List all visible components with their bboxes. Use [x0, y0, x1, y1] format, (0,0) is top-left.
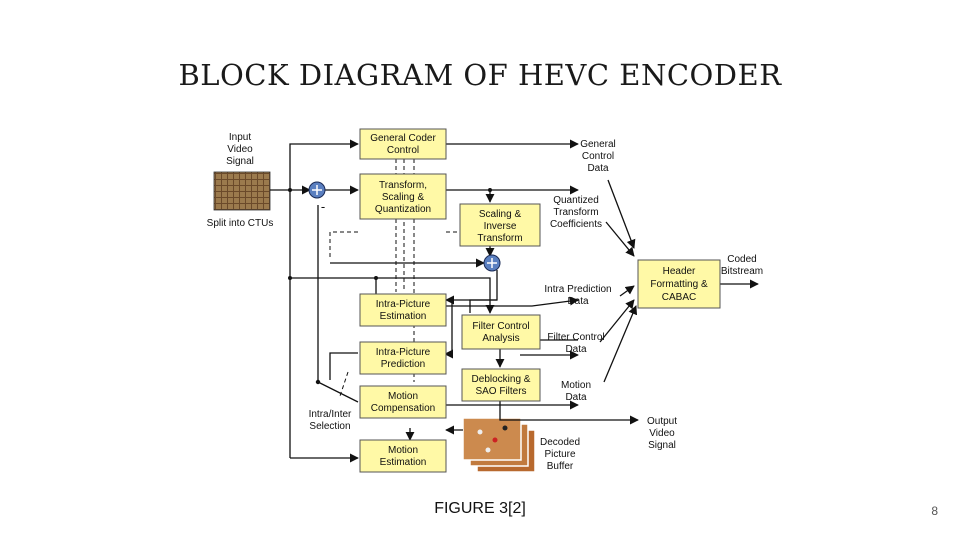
label-filter-control-data: Filter Control Data	[547, 332, 604, 355]
figure-caption: FIGURE 3[2]	[434, 500, 526, 517]
label-text: Intra/Inter	[309, 409, 352, 420]
block-transform: Transform, Scaling & Quantization	[359, 173, 447, 220]
input-frame-image	[213, 171, 271, 211]
label-decoded-picture-buffer: Decoded Picture Buffer	[540, 437, 580, 472]
selection-switch-icon	[288, 188, 492, 385]
label-general-control-data: General Control Data	[580, 139, 616, 174]
block-text: Compensation	[371, 403, 435, 414]
label-text: Video	[227, 144, 253, 155]
label-text: Control	[582, 151, 614, 162]
label-text: Quantized	[553, 195, 599, 206]
label-text: Selection	[309, 421, 350, 432]
label-text: Coded	[727, 254, 756, 265]
label-text: Transform	[553, 207, 598, 218]
block-text: Intra-Picture	[376, 299, 431, 310]
label-motion-data: Motion Data	[561, 380, 591, 403]
label-text: Decoded	[540, 437, 580, 448]
block-text: Control	[387, 145, 419, 156]
block-text: Deblocking &	[472, 374, 531, 385]
label-text: Signal	[226, 156, 254, 167]
label-text: Data	[565, 392, 587, 403]
label-input-video-signal: Input Video Signal	[226, 132, 254, 167]
block-text: CABAC	[662, 292, 696, 303]
label-quantized-coefficients: Quantized Transform Coefficients	[550, 195, 602, 230]
label-text: Signal	[648, 440, 676, 451]
block-intra-estimation: Intra-Picture Estimation	[359, 293, 447, 327]
label-minus-sign: -	[321, 199, 325, 214]
label-text: Bitstream	[721, 266, 763, 277]
block-text: General Coder	[370, 133, 436, 144]
label-text: Data	[567, 296, 589, 307]
label-text: Buffer	[547, 461, 574, 472]
label-split-into-ctus: Split into CTUs	[207, 218, 274, 229]
block-scaling-inverse-transform: Scaling & Inverse Transform	[459, 203, 541, 247]
block-deblocking-sao: Deblocking & SAO Filters	[461, 368, 541, 402]
block-text: Inverse	[484, 221, 517, 232]
label-text: Intra Prediction	[544, 284, 611, 295]
block-text: Scaling &	[382, 192, 425, 203]
block-motion-compensation: Motion Compensation	[359, 385, 447, 419]
adder-2-icon	[483, 254, 501, 272]
page-number: 8	[931, 504, 938, 518]
label-text: Output	[647, 416, 677, 427]
block-text: Estimation	[380, 457, 427, 468]
label-coded-bitstream: Coded Bitstream	[721, 254, 763, 277]
block-text: Prediction	[381, 359, 425, 370]
label-text: Data	[565, 344, 587, 355]
label-text: Motion	[561, 380, 591, 391]
block-text: Header	[663, 266, 696, 277]
label-output-video-signal: Output Video Signal	[647, 416, 677, 451]
block-text: Motion	[388, 445, 418, 456]
label-text: General	[580, 139, 616, 150]
block-text: Quantization	[375, 204, 431, 215]
label-text: Data	[587, 163, 609, 174]
block-general-coder-control: General Coder Control	[359, 128, 447, 160]
block-text: Estimation	[380, 311, 427, 322]
block-text: Transform,	[379, 180, 427, 191]
block-motion-estimation: Motion Estimation	[359, 439, 447, 473]
label-intra-prediction-data: Intra Prediction Data	[544, 284, 611, 307]
signal-lines	[270, 139, 759, 463]
slide-title: BLOCK DIAGRAM OF HEVC ENCODER	[178, 58, 782, 92]
block-text: Transform	[477, 233, 522, 244]
block-text: Formatting &	[650, 279, 708, 290]
label-text: Coefficients	[550, 219, 602, 230]
block-text: Intra-Picture	[376, 347, 431, 358]
block-text: Motion	[388, 391, 418, 402]
label-text: Video	[649, 428, 675, 439]
block-text: Scaling &	[479, 209, 522, 220]
adder-1-icon	[308, 181, 326, 199]
block-text: Analysis	[482, 333, 519, 344]
label-text: Filter Control	[547, 332, 604, 343]
block-text: Filter Control	[472, 321, 529, 332]
label-intra-inter-selection: Intra/Inter Selection	[309, 409, 352, 432]
block-text: SAO Filters	[475, 386, 526, 397]
block-intra-prediction: Intra-Picture Prediction	[359, 341, 447, 375]
label-text: Picture	[544, 449, 576, 460]
label-text: Input	[229, 132, 251, 143]
block-header-formatting-cabac: Header Formatting & CABAC	[637, 259, 721, 309]
decoded-picture-buffer-image	[462, 417, 536, 473]
block-filter-control-analysis: Filter Control Analysis	[461, 314, 541, 350]
